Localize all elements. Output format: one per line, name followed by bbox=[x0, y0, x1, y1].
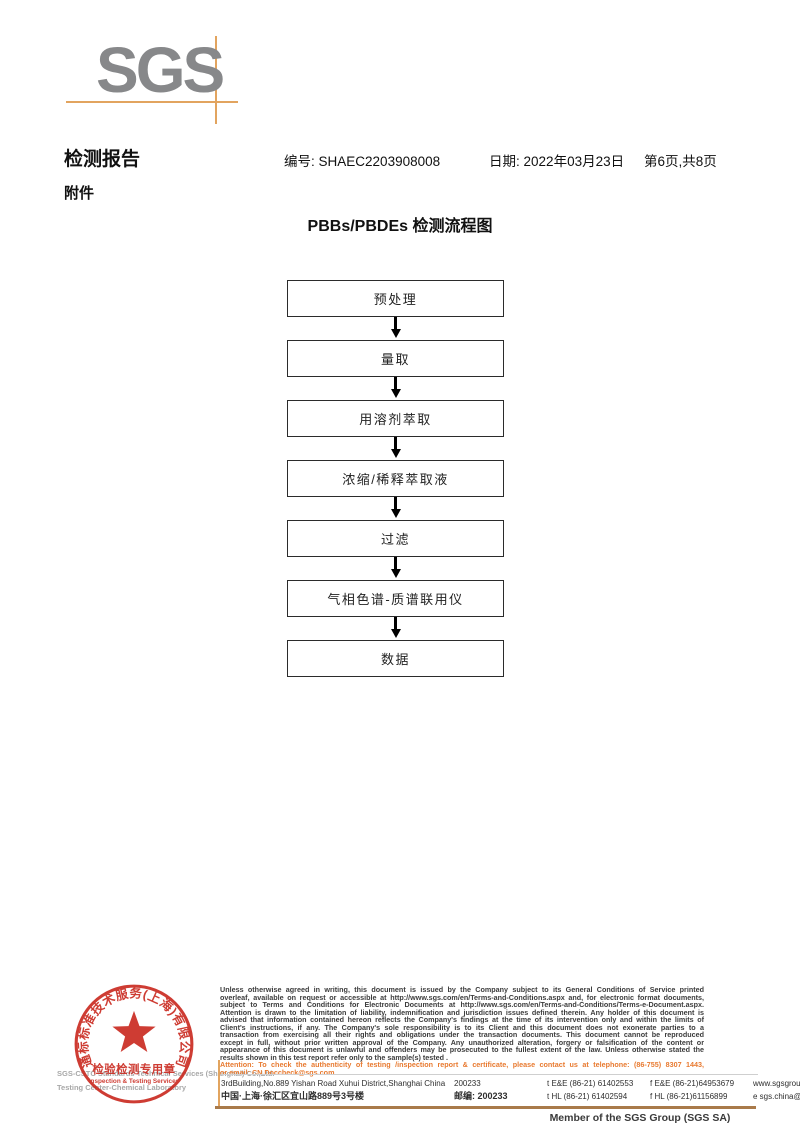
down-arrow-icon bbox=[287, 617, 504, 640]
report-date-label: 日期: bbox=[489, 154, 520, 169]
flow-step-box: 预处理 bbox=[287, 280, 504, 317]
legal-line: Client's instructions, if any. The Compa… bbox=[220, 1022, 704, 1032]
report-date: 日期: 2022年03月23日 bbox=[489, 150, 624, 170]
logo-vertical-line bbox=[215, 36, 217, 124]
report-title: 检测报告 bbox=[64, 149, 141, 170]
attention-line: or email: CN.Doccheck@sgs.com bbox=[220, 1068, 335, 1078]
stamp-ring bbox=[74, 984, 194, 1104]
attention-line: Attention: To check the authenticity of … bbox=[220, 1060, 704, 1070]
legal-line: transaction from exercising all their ri… bbox=[220, 1030, 704, 1040]
legal-line: except in full, without prior written ap… bbox=[220, 1037, 704, 1047]
report-date-value: 2022年03月23日 bbox=[523, 154, 625, 169]
flow-step-box: 数据 bbox=[287, 640, 504, 677]
down-arrow-icon bbox=[287, 317, 504, 340]
stamp-center-text: 检验检测专用章 bbox=[92, 1062, 175, 1076]
flow-step-box: 用溶剂萃取 bbox=[287, 400, 504, 437]
report-number-value: SHAEC2203908008 bbox=[318, 154, 441, 169]
flow-step-box: 浓缩/稀释萃取液 bbox=[287, 460, 504, 497]
legal-line: results shown in this test report refer … bbox=[220, 1052, 449, 1062]
legal-line: subject to Terms and Conditions for Elec… bbox=[220, 1000, 704, 1010]
legal-line: overleaf, available on request or access… bbox=[220, 992, 704, 1002]
address-row-cn: 中国·上海·徐汇区宜山路889号3号楼 邮编: 200233 t HL (86-… bbox=[221, 1090, 800, 1103]
address-block: 3rdBuilding,No.889 Yishan Road Xuhui Dis… bbox=[221, 1074, 800, 1103]
postcode-en: 200233 bbox=[454, 1079, 481, 1088]
footer-divider-line bbox=[215, 1106, 756, 1109]
stamp-center-subtext: Inspection & Testing Services bbox=[89, 1078, 180, 1085]
star-icon bbox=[112, 1010, 156, 1053]
tel-cn: t HL (86-21) 61402594 bbox=[547, 1092, 628, 1101]
flow-step-box: 气相色谱-质谱联用仪 bbox=[287, 580, 504, 617]
flow-step-box: 过滤 bbox=[287, 520, 504, 557]
company-name-gray: SGS-CSTC Standards Technical Services (S… bbox=[57, 1069, 275, 1078]
down-arrow-icon bbox=[287, 437, 504, 460]
legal-line: Attention is drawn to the limitation of … bbox=[220, 1007, 704, 1017]
address-en: 3rdBuilding,No.889 Yishan Road Xuhui Dis… bbox=[221, 1079, 446, 1088]
address-cn: 中国·上海·徐汇区宜山路889号3号楼 bbox=[221, 1091, 365, 1101]
website: www.sgsgroup.com.cn bbox=[753, 1079, 800, 1088]
inspection-stamp: 通标标准技术服务(上海)有限公司 检验检测专用章 Inspection & Te… bbox=[74, 984, 194, 1104]
report-number: 编号: SHAEC2203908008 bbox=[284, 150, 440, 170]
lab-name-gray: Testing Center-Chemical Laboratory bbox=[57, 1083, 187, 1092]
legal-line: advised that information contained hereo… bbox=[220, 1015, 704, 1025]
fax-cn: f HL (86-21)61156899 bbox=[650, 1092, 728, 1101]
down-arrow-icon bbox=[287, 557, 504, 580]
email: e sgs.china@sgs.com bbox=[753, 1092, 800, 1101]
postcode-cn: 邮编: 200233 bbox=[454, 1091, 508, 1101]
legal-line: appearance of this document is unlawful … bbox=[220, 1045, 704, 1055]
flowchart: 预处理 量取 用溶剂萃取 浓缩/稀释萃取液 过滤 气相色谱-质谱联用仪 数据 bbox=[287, 280, 504, 677]
down-arrow-icon bbox=[287, 377, 504, 400]
address-row-en: 3rdBuilding,No.889 Yishan Road Xuhui Dis… bbox=[221, 1077, 800, 1090]
member-line: Member of the SGS Group (SGS SA) bbox=[549, 1112, 731, 1124]
down-arrow-icon bbox=[287, 497, 504, 520]
flow-step-box: 量取 bbox=[287, 340, 504, 377]
attachment-label: 附件 bbox=[64, 185, 95, 202]
logo-horizontal-line bbox=[66, 101, 238, 103]
legal-text-block: Unless otherwise agreed in writing, this… bbox=[220, 986, 704, 1077]
tel-en: t E&E (86-21) 61402553 bbox=[547, 1079, 634, 1088]
sgs-logo: SGS bbox=[96, 34, 225, 106]
report-number-label: 编号: bbox=[284, 154, 315, 169]
fax-en: f E&E (86-21)64953679 bbox=[650, 1079, 735, 1088]
page-indicator: 第6页,共8页 bbox=[644, 154, 717, 169]
address-vertical-line bbox=[218, 1060, 220, 1108]
flowchart-title: PBBs/PBDEs 检测流程图 bbox=[307, 218, 493, 235]
legal-line: Unless otherwise agreed in writing, this… bbox=[220, 985, 704, 994]
